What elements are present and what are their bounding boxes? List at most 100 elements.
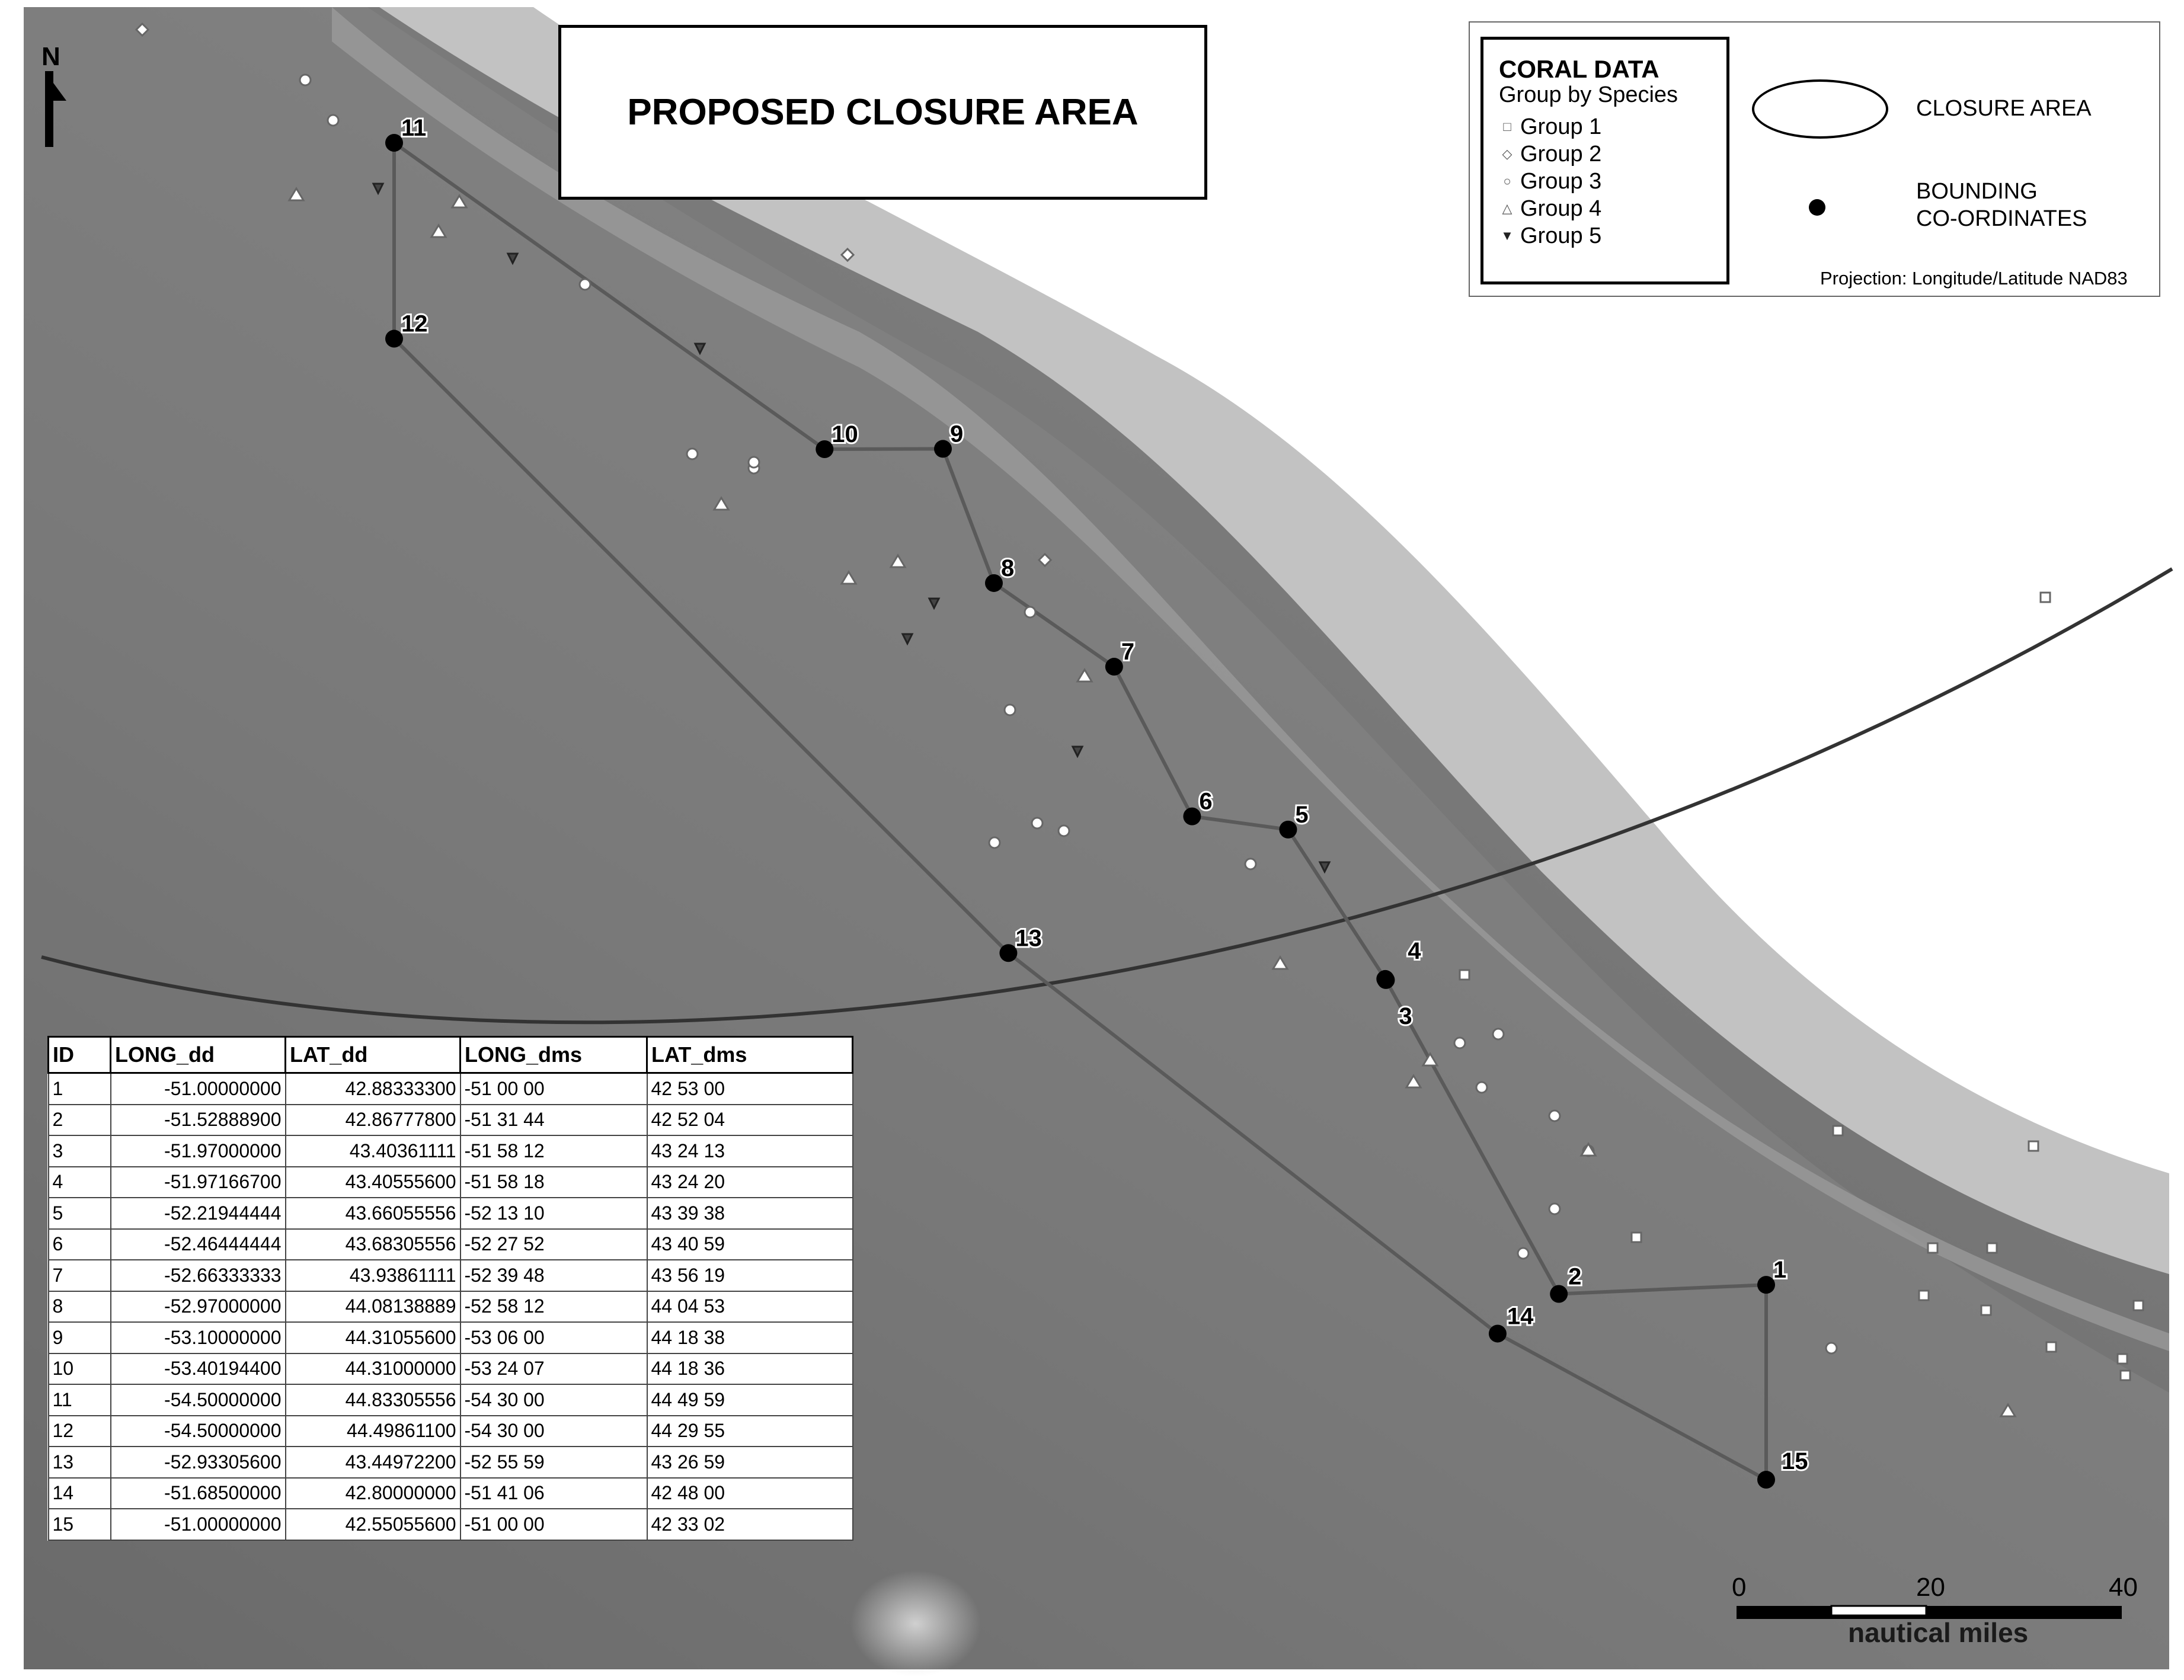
table-cell: -52.46444444 <box>110 1228 286 1260</box>
boundary-point-2 <box>1550 1285 1568 1303</box>
coral-group1-marker <box>2116 1353 2128 1365</box>
projection-label: Projection: Longitude/Latitude NAD83 <box>1820 268 2128 289</box>
table-cell: -53.40194400 <box>110 1352 286 1385</box>
table-cell: -54 30 00 <box>459 1415 648 1447</box>
diamond-icon: ◇ <box>1502 146 1513 161</box>
coral-group1-marker <box>2028 1140 2039 1152</box>
table-cell: 43 26 59 <box>646 1446 853 1479</box>
table-cell: 43.44972200 <box>284 1446 461 1479</box>
table-cell: 6 <box>47 1228 111 1260</box>
coral-group4-marker <box>1271 955 1289 970</box>
table-cell: 8 <box>47 1290 111 1323</box>
table-cell: -52.93305600 <box>110 1446 286 1479</box>
table-cell: 44.08138889 <box>284 1290 461 1323</box>
table-cell: 4 <box>47 1166 111 1198</box>
table-cell: -54.50000000 <box>110 1415 286 1447</box>
coral-group4-marker <box>1421 1052 1439 1067</box>
table-cell: -51.97166700 <box>110 1166 286 1198</box>
triangle-up-icon: △ <box>1502 201 1513 216</box>
table-cell: 42 33 02 <box>646 1508 853 1541</box>
coral-group5-marker <box>1071 745 1084 759</box>
coral-group1-marker <box>2132 1300 2144 1311</box>
coral-group4-marker <box>889 553 907 568</box>
coral-group1-marker <box>1980 1304 1992 1316</box>
boundary-point-label: 8 <box>1001 555 1014 581</box>
table-cell: -51 31 44 <box>459 1103 648 1136</box>
coral-group2-marker <box>1037 552 1053 568</box>
table-cell: 9 <box>47 1321 111 1354</box>
table-header: ID <box>47 1036 111 1074</box>
boundary-point-12 <box>385 329 403 348</box>
boundary-point-7 <box>1105 658 1123 676</box>
table-cell: 15 <box>47 1508 111 1541</box>
boundary-point-label: 15 <box>1782 1448 1808 1474</box>
boundary-point-4 <box>1376 969 1395 988</box>
table-cell: -51.97000000 <box>110 1135 286 1167</box>
coral-group1-marker <box>1630 1231 1642 1243</box>
table-cell: 43 39 38 <box>646 1197 853 1230</box>
table-cell: -52 13 10 <box>459 1197 648 1230</box>
coordinates-table: ID LONG_dd LAT_dd LONG_dms LAT_dms 1-51.… <box>47 1036 853 1541</box>
map-title: PROPOSED CLOSURE AREA <box>627 92 1139 133</box>
table-cell: 44 04 53 <box>646 1290 853 1323</box>
table-header: LONG_dd <box>110 1036 286 1074</box>
legend-group-2: ◇Group 2 <box>1499 140 1726 168</box>
coral-group4-marker <box>1579 1142 1597 1157</box>
coral-legend-subtitle: Group by Species <box>1499 82 1678 107</box>
table-cell: 42 53 00 <box>646 1072 853 1105</box>
coral-group2-marker <box>840 247 855 263</box>
boundary-point-label: 3 <box>1399 1003 1412 1029</box>
coral-group1-marker <box>1918 1289 1930 1301</box>
table-cell: 42.88333300 <box>284 1072 461 1105</box>
table-header: LAT_dd <box>284 1036 461 1074</box>
coral-group3-marker <box>1825 1342 1838 1355</box>
coral-group5-marker <box>928 597 941 610</box>
table-cell: -53 06 00 <box>459 1321 648 1354</box>
table-cell: 42 48 00 <box>646 1477 853 1509</box>
coral-group3-marker <box>327 114 340 127</box>
boundary-point-label: 12 <box>401 311 428 337</box>
table-cell: 44 49 59 <box>646 1384 853 1416</box>
table-cell: 44 29 55 <box>646 1415 853 1447</box>
coral-group1-marker <box>2039 591 2051 603</box>
coral-group3-marker <box>1003 703 1016 716</box>
table-cell: -51 41 06 <box>459 1477 648 1509</box>
table-header: LONG_dms <box>459 1036 648 1074</box>
boundary-point-8 <box>984 574 1003 592</box>
table-cell: 42 52 04 <box>646 1103 853 1136</box>
boundary-point-13 <box>999 944 1018 962</box>
boundary-point-label: 7 <box>1121 639 1134 665</box>
table-cell: 7 <box>47 1259 111 1292</box>
coral-group1-marker <box>1986 1242 1998 1254</box>
table-cell: 11 <box>47 1384 111 1416</box>
table-header-row: ID LONG_dd LAT_dd LONG_dms LAT_dms <box>47 1036 853 1074</box>
legend-group-4: △Group 4 <box>1499 195 1726 222</box>
coral-group3-marker <box>686 447 699 460</box>
coral-group1-marker <box>1927 1242 1939 1254</box>
table-cell: 43 24 20 <box>646 1166 853 1198</box>
table-cell: 5 <box>47 1197 111 1230</box>
coral-group3-marker <box>1548 1202 1561 1215</box>
coral-group3-marker <box>747 456 760 469</box>
coral-group5-marker <box>901 633 914 646</box>
bounding-point-icon <box>1809 199 1825 216</box>
table-cell: 1 <box>47 1072 111 1105</box>
boundary-point-label: 11 <box>401 115 426 141</box>
coral-group4-marker <box>430 223 447 238</box>
legend-panel: CORAL DATA Group by Species □Group 1 ◇Gr… <box>1469 21 2160 297</box>
coral-legend: CORAL DATA Group by Species □Group 1 ◇Gr… <box>1480 37 1729 284</box>
coral-group4-marker <box>840 570 858 585</box>
coral-observations <box>135 22 2144 1417</box>
